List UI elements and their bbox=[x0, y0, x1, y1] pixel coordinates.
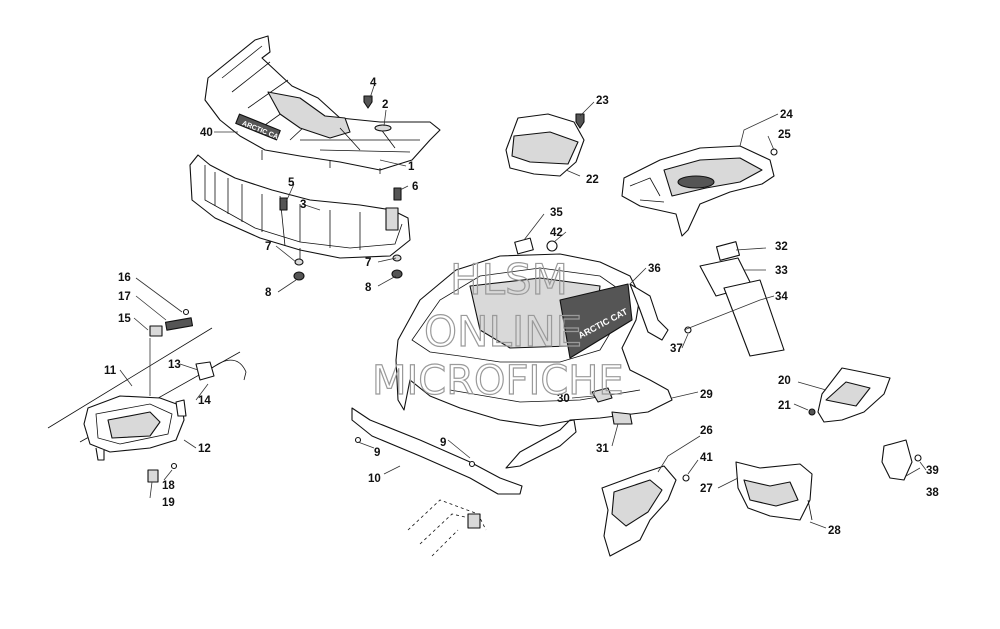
handlebar-cover bbox=[505, 113, 585, 177]
callout-8b: 8 bbox=[365, 282, 372, 294]
inner-panel-26 bbox=[601, 465, 690, 557]
splash-guard-27 bbox=[735, 461, 813, 521]
headlight-assembly bbox=[47, 308, 247, 483]
clip-30 bbox=[591, 387, 613, 403]
callout-6: 6 bbox=[412, 181, 418, 193]
panel-38 bbox=[881, 439, 922, 481]
callout-32: 32 bbox=[775, 241, 788, 253]
callout-27: 27 bbox=[700, 483, 713, 495]
callout-22: 22 bbox=[586, 174, 599, 186]
callout-30: 30 bbox=[557, 393, 570, 405]
callout-41: 41 bbox=[700, 452, 713, 464]
bracket-36 bbox=[629, 283, 669, 341]
callout-labels: 1 2 3 4 5 6 7 7 8 8 9 9 10 11 12 13 14 1… bbox=[104, 77, 939, 537]
callout-33: 33 bbox=[775, 265, 788, 277]
plug-42 bbox=[546, 240, 558, 252]
callout-38: 38 bbox=[926, 487, 939, 499]
callout-26: 26 bbox=[700, 425, 713, 437]
callout-4: 4 bbox=[370, 77, 377, 89]
callout-9a: 9 bbox=[374, 447, 380, 459]
callout-18: 18 bbox=[162, 480, 175, 492]
callout-24: 24 bbox=[780, 109, 793, 121]
nut-9b bbox=[468, 460, 476, 468]
washer-7a bbox=[294, 258, 304, 266]
decal-34 bbox=[723, 279, 785, 357]
rack-decal bbox=[235, 113, 281, 141]
callout-21: 21 bbox=[778, 400, 791, 412]
callout-29: 29 bbox=[700, 389, 713, 401]
callout-31: 31 bbox=[596, 443, 609, 455]
callout-5: 5 bbox=[288, 177, 295, 189]
side-panel-24 bbox=[621, 145, 778, 237]
watermark-line1: HLSM bbox=[450, 255, 568, 304]
callout-23: 23 bbox=[596, 95, 609, 107]
callout-9b: 9 bbox=[440, 437, 446, 449]
frame-outline bbox=[407, 499, 487, 557]
callout-15: 15 bbox=[118, 313, 131, 325]
callout-19: 19 bbox=[162, 497, 175, 509]
callout-40: 40 bbox=[200, 127, 213, 139]
callout-37: 37 bbox=[670, 343, 683, 355]
callout-20: 20 bbox=[778, 375, 791, 387]
callout-36: 36 bbox=[648, 263, 661, 275]
fender-decal-panel bbox=[559, 283, 633, 359]
callout-42: 42 bbox=[550, 227, 563, 239]
screw-41 bbox=[682, 474, 690, 482]
callout-10: 10 bbox=[368, 473, 381, 485]
bolt-5 bbox=[279, 197, 288, 211]
callout-25: 25 bbox=[778, 129, 791, 141]
screw-4 bbox=[363, 95, 373, 109]
callout-8a: 8 bbox=[265, 287, 272, 299]
screw-39 bbox=[914, 454, 922, 462]
callout-3: 3 bbox=[300, 199, 306, 211]
decals-32-34 bbox=[699, 241, 785, 357]
screw-16 bbox=[182, 308, 190, 316]
plug-2 bbox=[374, 124, 392, 132]
callout-34: 34 bbox=[775, 291, 788, 303]
leader-lines bbox=[119, 85, 927, 529]
nut-8b bbox=[391, 269, 403, 279]
nut-9a bbox=[354, 436, 362, 444]
callout-28: 28 bbox=[828, 525, 841, 537]
clip-19 bbox=[147, 469, 159, 483]
bumper-bracket bbox=[385, 207, 399, 231]
callout-13: 13 bbox=[168, 359, 181, 371]
screw-18 bbox=[170, 462, 178, 470]
callout-17: 17 bbox=[118, 291, 131, 303]
rack-hardware bbox=[279, 95, 403, 281]
washer-7b bbox=[392, 254, 402, 262]
bulb-13 bbox=[195, 361, 215, 381]
front-fender: ARCTIC CAT bbox=[395, 237, 692, 469]
screw-21 bbox=[808, 408, 816, 416]
clip-15 bbox=[149, 325, 163, 337]
callout-16: 16 bbox=[118, 272, 131, 284]
callout-12: 12 bbox=[198, 443, 211, 455]
watermark-line2: ONLINE bbox=[424, 307, 582, 356]
callout-7a: 7 bbox=[265, 241, 271, 253]
bolt-6 bbox=[393, 187, 402, 201]
strip-17 bbox=[164, 317, 194, 331]
watermark-line3: MICROFICHE bbox=[372, 358, 624, 404]
callout-1: 1 bbox=[408, 161, 415, 173]
decal-32 bbox=[715, 241, 741, 261]
callout-35: 35 bbox=[550, 207, 563, 219]
bumper-pad-31 bbox=[611, 411, 633, 425]
nut-8a bbox=[293, 271, 305, 281]
decal-35 bbox=[514, 237, 534, 255]
callout-39: 39 bbox=[926, 465, 939, 477]
watermark: HLSM ONLINE MICROFICHE bbox=[371, 254, 624, 404]
side-panel-20 bbox=[808, 367, 891, 423]
callout-11: 11 bbox=[104, 365, 117, 377]
front-rack: ARCTIC CAT bbox=[204, 35, 441, 174]
screw-23 bbox=[575, 113, 585, 129]
callout-14: 14 bbox=[198, 395, 211, 407]
fender-brace bbox=[351, 407, 523, 495]
front-bumper bbox=[189, 154, 411, 262]
callout-2: 2 bbox=[382, 99, 388, 111]
callout-7b: 7 bbox=[365, 257, 371, 269]
